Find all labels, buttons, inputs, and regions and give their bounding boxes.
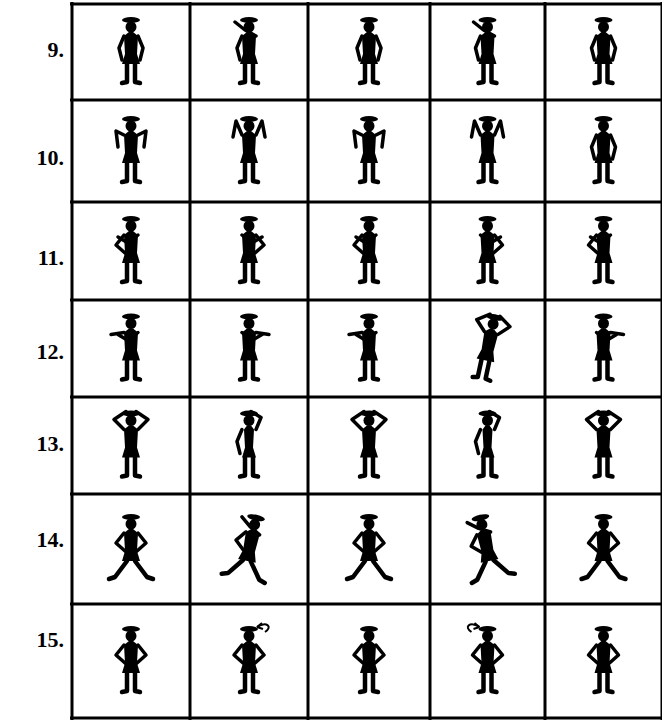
- dancer-figure: [595, 314, 624, 380]
- dancer-figure: [349, 314, 378, 380]
- figures: [109, 17, 626, 692]
- grid-line: [70, 493, 662, 496]
- dancer-figure: [354, 216, 378, 282]
- dancer-figure: [474, 17, 497, 83]
- grid-line: [307, 2, 310, 720]
- grid-line: [70, 396, 662, 399]
- dancer-figure: [582, 514, 626, 579]
- dancer-figure: [352, 411, 386, 477]
- grid-line: [661, 2, 662, 720]
- row-number: 15.: [37, 629, 65, 651]
- dancer-figure: [468, 623, 503, 692]
- row-number: 14.: [37, 529, 65, 551]
- grid-line: [70, 299, 662, 302]
- grid-line: [189, 2, 192, 720]
- grid-line: [71, 2, 74, 720]
- dancer-figure: [354, 626, 384, 692]
- dancer-figure: [235, 17, 258, 83]
- row-number: 10.: [37, 147, 65, 169]
- grid-line: [70, 99, 662, 102]
- dancer-figure: [592, 17, 616, 83]
- dancer-figure: [465, 311, 512, 383]
- grid-line: [429, 2, 432, 720]
- dancer-figure: [240, 216, 264, 282]
- row-number: 13.: [37, 433, 65, 455]
- dancer-figure: [116, 216, 140, 282]
- dancer-figure: [116, 626, 146, 692]
- dancer-figure: [458, 510, 515, 583]
- dancer-figure: [234, 623, 269, 692]
- dancer-figure: [119, 17, 143, 83]
- dancer-figure: [587, 411, 621, 477]
- dancer-figure: [592, 116, 616, 182]
- row-number: 9.: [48, 39, 65, 61]
- dancer-figure: [479, 216, 503, 282]
- row-number: 11.: [38, 247, 64, 269]
- dancer-figure: [354, 116, 384, 182]
- dancer-figure: [472, 116, 504, 182]
- dancer-figure: [111, 314, 140, 380]
- dancer-figure: [347, 514, 391, 579]
- dancer-figure: [114, 411, 148, 477]
- dancer-figure: [240, 314, 269, 380]
- grid-line: [544, 2, 547, 720]
- dancer-figure: [589, 626, 619, 692]
- dancer-figure: [116, 116, 146, 182]
- grid-line: [70, 201, 662, 204]
- dancer-figure: [222, 510, 279, 583]
- dancer-figure: [109, 514, 153, 579]
- dancer-figure: [476, 411, 500, 477]
- row-number: 12.: [37, 341, 65, 363]
- dancer-figure: [237, 411, 261, 477]
- grid-line: [70, 717, 662, 720]
- dancer-figure: [357, 17, 381, 83]
- grid-line: [70, 603, 662, 606]
- dancer-figure: [233, 116, 265, 182]
- grid-lines: [70, 2, 662, 720]
- grid-line: [70, 3, 662, 6]
- dancer-figure: [589, 216, 613, 282]
